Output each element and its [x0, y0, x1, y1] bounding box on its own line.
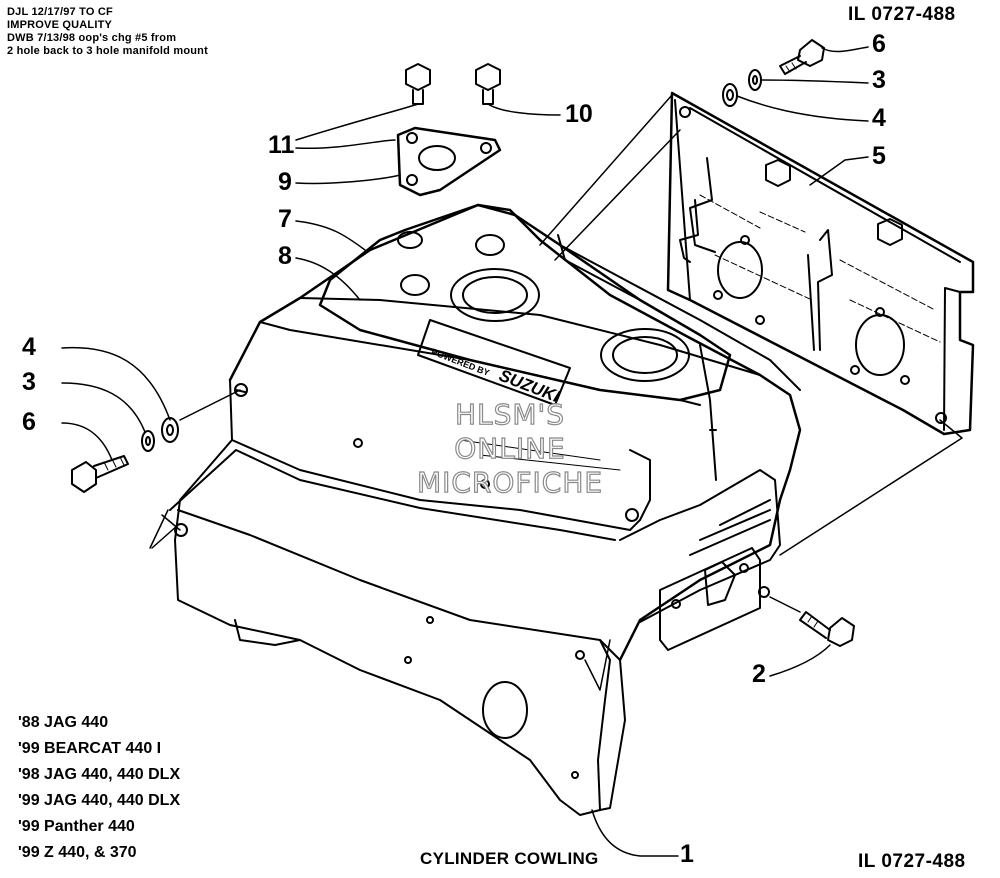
- bolt-6-right: [779, 39, 825, 75]
- leader-lines: [61, 46, 963, 857]
- revision-notes: DJL 12/17/97 TO CF IMPROVE QUALITY DWB 7…: [7, 6, 208, 58]
- manifold-mount-plate: [666, 91, 975, 436]
- washer-3-right: [748, 69, 762, 91]
- revision-note-line: DWB 7/13/98 oop's chg #5 from: [7, 32, 177, 44]
- callout-6-left: 6: [22, 408, 36, 436]
- model-item: '99 Panther 440: [18, 818, 135, 835]
- bolt-6-left: [71, 455, 129, 493]
- callout-10: 10: [565, 100, 593, 128]
- callout-8: 8: [278, 242, 292, 270]
- diagram-caption: CYLINDER COWLING: [420, 849, 599, 868]
- washer-4-left: [161, 417, 179, 443]
- callout-4-left: 4: [22, 333, 36, 361]
- callout-3-left: 3: [22, 368, 36, 396]
- revision-note-line: 2 hole back to 3 hole manifold mount: [7, 45, 208, 57]
- bolt-2: [799, 611, 855, 647]
- washer-3-left: [141, 430, 155, 452]
- watermark: HLSM'S ONLINE MICROFICHE: [380, 397, 640, 500]
- cylinder-cowling: [169, 203, 802, 816]
- bolt-10: [475, 63, 501, 105]
- watermark-line: ONLINE: [454, 431, 566, 465]
- callout-9: 9: [278, 168, 292, 196]
- washer-4-right: [722, 83, 738, 107]
- callout-4-right: 4: [872, 104, 886, 132]
- model-item: '99 Z 440, & 370: [18, 844, 137, 861]
- model-item: '99 JAG 440, 440 DLX: [18, 792, 181, 809]
- illustration-id-top: IL 0727-488: [848, 4, 956, 25]
- bolt-11: [405, 63, 431, 105]
- watermark-line: HLSM'S: [454, 397, 566, 431]
- revision-note-line: IMPROVE QUALITY: [7, 19, 113, 31]
- callout-11: 11: [268, 131, 295, 159]
- model-item: '98 JAG 440, 440 DLX: [18, 766, 181, 783]
- revision-note-line: DJL 12/17/97 TO CF: [7, 6, 113, 18]
- model-item: '88 JAG 440: [18, 714, 109, 731]
- top-cover: [318, 203, 732, 406]
- callout-3-right: 3: [872, 66, 886, 94]
- illustration-id-bottom: IL 0727-488: [858, 851, 966, 872]
- model-list: '88 JAG 440 '99 BEARCAT 440 I '98 JAG 44…: [18, 710, 180, 866]
- callout-1: 1: [680, 840, 694, 868]
- callout-5: 5: [872, 142, 886, 170]
- model-item: '99 BEARCAT 440 I: [18, 740, 162, 757]
- watermark-line: MICROFICHE: [416, 465, 604, 499]
- callout-6-right: 6: [872, 30, 886, 58]
- callout-7: 7: [278, 205, 292, 233]
- callout-2: 2: [752, 660, 766, 688]
- manifold-bracket: [396, 126, 502, 197]
